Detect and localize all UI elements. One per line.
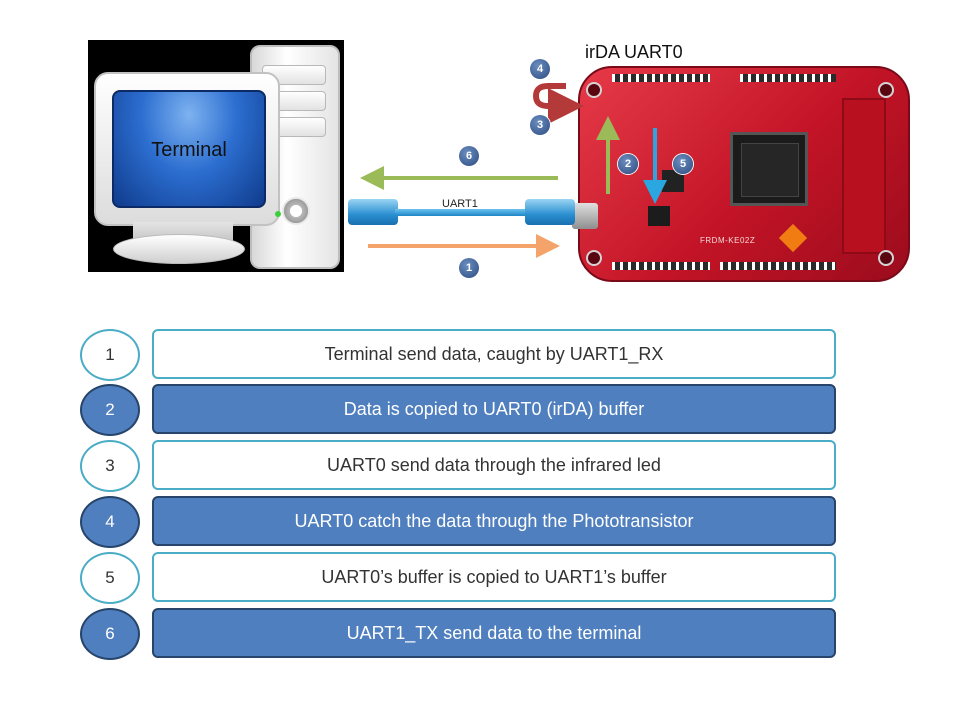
step-text-3: UART0 send data through the infrared led <box>152 440 836 490</box>
computer-image: Terminal <box>88 40 344 272</box>
usb-plug-left <box>348 199 398 225</box>
monitor: Terminal <box>94 72 280 226</box>
microcontroller-chip <box>730 132 808 206</box>
monitor-screen: Terminal <box>112 90 266 208</box>
step-badge-3: 3 <box>530 115 550 135</box>
step-badge-6: 6 <box>459 146 479 166</box>
mount-hole <box>586 250 602 266</box>
pin-header <box>612 262 710 270</box>
chip-die <box>741 143 799 197</box>
mount-hole <box>586 82 602 98</box>
power-led <box>275 211 281 217</box>
pin-header <box>720 262 836 270</box>
step-text-6: UART1_TX send data to the terminal <box>152 608 836 658</box>
monitor-base <box>113 234 245 264</box>
pin-header <box>612 74 710 82</box>
step-badge-2: 2 <box>618 154 638 174</box>
step-number-1: 1 <box>80 329 140 381</box>
uart1-label: UART1 <box>442 198 478 210</box>
step-text-1: Terminal send data, caught by UART1_RX <box>152 329 836 379</box>
board-touch-pad <box>842 98 886 254</box>
board-ic <box>662 170 684 192</box>
board-name-label: FRDM-KE02Z <box>700 236 756 245</box>
power-button <box>282 197 310 225</box>
mount-hole <box>878 82 894 98</box>
step-badge-4: 4 <box>530 59 550 79</box>
step-badge-1: 1 <box>459 258 479 278</box>
step-number-3: 3 <box>80 440 140 492</box>
board-usb-port <box>572 203 598 229</box>
infrared-loop-arrow <box>532 83 584 124</box>
step-text-4: UART0 catch the data through the Phototr… <box>152 496 836 546</box>
step-number-4: 4 <box>80 496 140 548</box>
terminal-label: Terminal <box>151 139 227 161</box>
flow-arrows <box>360 83 667 258</box>
pin-header <box>740 74 836 82</box>
irda-title: irDA UART0 <box>585 42 683 62</box>
step-number-6: 6 <box>80 608 140 660</box>
step-number-2: 2 <box>80 384 140 436</box>
step-number-5: 5 <box>80 552 140 604</box>
step-text-5: UART0’s buffer is copied to UART1’s buff… <box>152 552 836 602</box>
step-text-2: Data is copied to UART0 (irDA) buffer <box>152 384 836 434</box>
step-badge-5: 5 <box>673 154 693 174</box>
board-ic <box>648 206 670 226</box>
usb-plug-right <box>525 199 575 225</box>
mount-hole <box>878 250 894 266</box>
usb-cable <box>395 209 525 216</box>
